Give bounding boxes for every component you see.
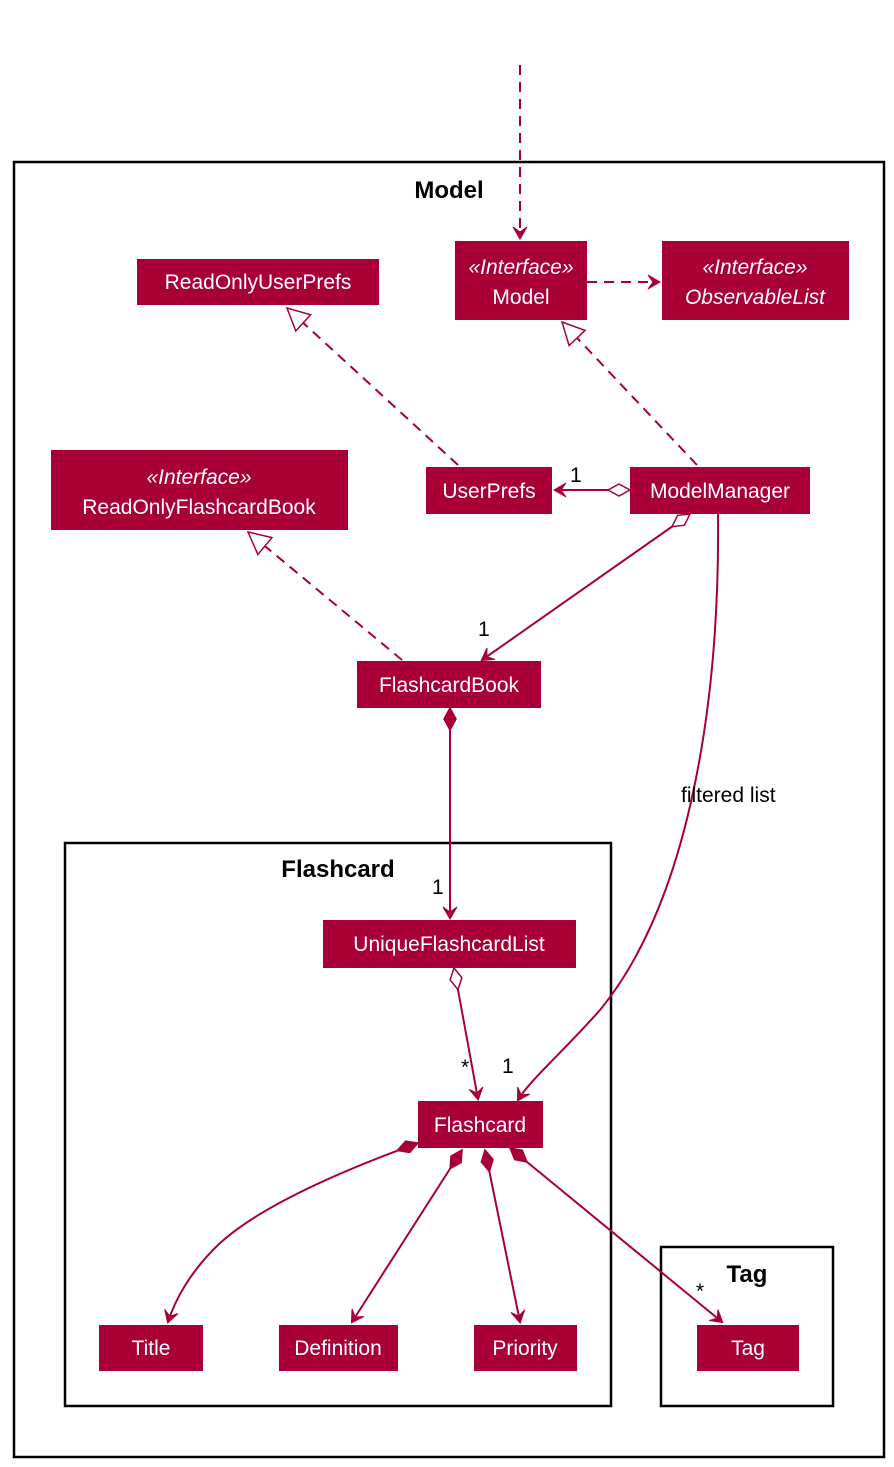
flashcard-package-title: Flashcard [281,856,394,883]
class-userprefs[interactable]: UserPrefs [426,467,552,514]
class-uniqueflashcardlist-name: UniqueFlashcardList [353,933,545,956]
class-observablelist[interactable]: «Interface» ObservableList [662,241,849,320]
class-title[interactable]: Title [99,1325,203,1371]
class-definition-name: Definition [294,1337,382,1360]
class-priority[interactable]: Priority [474,1325,577,1371]
class-definition[interactable]: Definition [279,1325,398,1371]
edge-flashcard-composes-tag [508,1147,724,1324]
class-tag[interactable]: Tag [697,1325,799,1371]
class-readonlyuserprefs[interactable]: ReadOnlyUserPrefs [137,259,379,305]
edge-modelmanager-realizes-model [560,320,698,466]
class-uniqueflashcardlist[interactable]: UniqueFlashcardList [323,920,576,968]
class-observablelist-stereotype: «Interface» [702,256,807,279]
class-flashcardbook[interactable]: FlashcardBook [357,661,541,708]
edge-userprefs-realizes-readonlyuserprefs [285,306,459,466]
class-readonlyflashcardbook-stereotype: «Interface» [146,466,251,489]
class-tag-name: Tag [731,1337,765,1360]
class-model-stereotype: «Interface» [468,256,573,279]
edge-flashcard-composes-title [164,1140,420,1324]
multiplicity-flashcard-filtered: 1 [502,1055,514,1078]
class-modelmanager[interactable]: ModelManager [630,467,810,514]
class-flashcardbook-name: FlashcardBook [379,674,520,697]
class-modelmanager-name: ModelManager [650,480,790,503]
multiplicity-flashcard-many: * [461,1056,469,1079]
class-model[interactable]: «Interface» Model [455,241,587,320]
edge-modelmanager-aggregates-flashcardbook [480,513,692,662]
class-readonlyflashcardbook[interactable]: «Interface» ReadOnlyFlashcardBook [51,450,348,530]
class-model-name: Model [492,286,549,309]
edge-label-filtered-list: filtered list [681,784,776,807]
class-flashcard-name: Flashcard [434,1114,526,1137]
tag-package-title: Tag [727,1261,768,1288]
multiplicity-flashcardbook: 1 [478,618,490,641]
class-title-name: Title [132,1337,171,1360]
edge-flashcard-composes-priority [480,1148,526,1324]
edge-flashcard-composes-definition [350,1148,463,1324]
class-userprefs-name: UserPrefs [442,480,535,503]
model-package: Model [12,160,886,1459]
edge-flashcardbook-realizes-readonlyflashcardbook [246,530,403,661]
model-package-title: Model [414,177,483,204]
tag-package: Tag [659,1245,835,1408]
edge-uniqueflashcardlist-aggregates-flashcard [449,966,484,1101]
class-readonlyuserprefs-name: ReadOnlyUserPrefs [165,271,352,294]
class-readonlyflashcardbook-name: ReadOnlyFlashcardBook [82,496,316,519]
multiplicity-tag-many: * [696,1280,704,1303]
multiplicity-userprefs: 1 [570,464,582,487]
class-observablelist-name: ObservableList [685,286,826,309]
edge-modelmanager-filtered-flashcard [516,513,720,1102]
multiplicity-uniqueflashcardlist: 1 [432,876,444,899]
class-flashcard[interactable]: Flashcard [418,1101,543,1148]
class-priority-name: Priority [492,1337,558,1360]
flashcard-package: Flashcard [63,841,613,1408]
